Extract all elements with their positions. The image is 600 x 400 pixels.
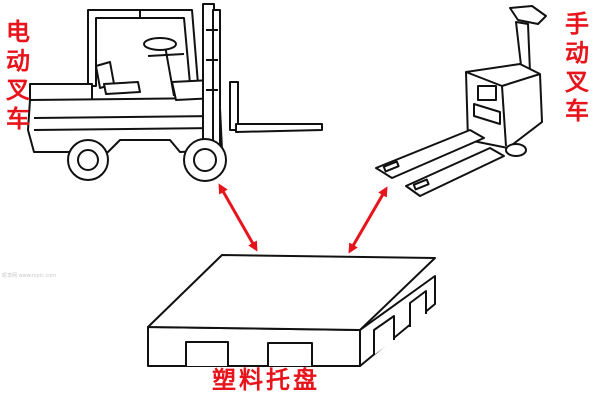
manual-forklift-label: 手动叉车	[565, 10, 589, 125]
arrow-electric-to-pallet	[218, 183, 258, 252]
watermark-text: 昵享网 www.nipic.com	[2, 273, 57, 279]
electric-forklift-label: 电动叉车	[6, 18, 30, 133]
manual-forklift-illustration	[375, 5, 547, 197]
electric-forklift-illustration	[27, 3, 323, 182]
plastic-pallet-illustration	[147, 254, 436, 367]
arrow-manual-to-pallet	[348, 186, 388, 254]
plastic-pallet-label: 塑料托盘	[212, 366, 320, 394]
